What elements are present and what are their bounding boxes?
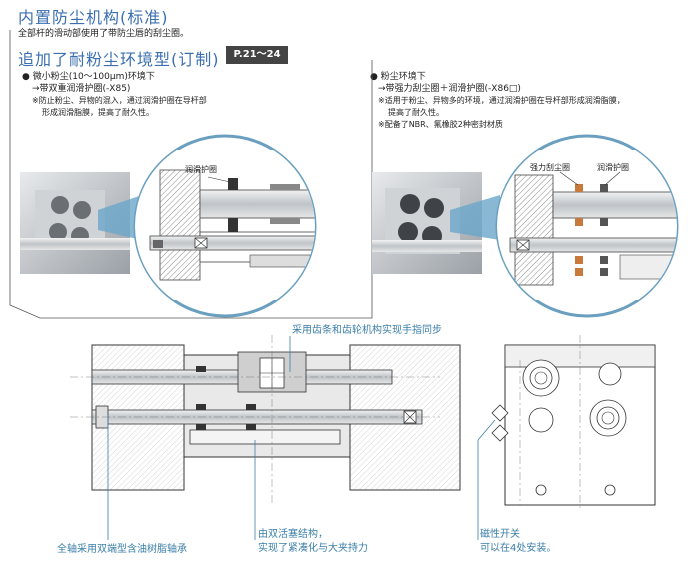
switch-callout: 磁性开关 可以在4处安装。: [480, 528, 556, 556]
right-ring-label: 润滑护圈: [597, 162, 629, 172]
bearing-callout: 全轴采用双端型含油树脂轴承: [57, 544, 187, 555]
left-zoom-view: [133, 134, 317, 318]
piston-callout-line2: 实现了紧凑化与大夹持力: [258, 543, 368, 554]
piston-callout: 由双活塞结构， 实现了紧凑化与大夹持力: [258, 528, 368, 556]
page-subtitle: 全部杆的滑动部使用了带防尘唇的刮尘圈。: [18, 29, 190, 39]
piston-callout-line1: 由双活塞结构，: [258, 529, 328, 540]
page-title: 内置防尘机构(标准): [18, 8, 169, 27]
left-ring-label: 润滑护圈: [185, 164, 217, 174]
side-view: [491, 335, 656, 510]
left-zoom-beam: [98, 195, 142, 240]
left-note-line1: ● 微小粉尘(10～100μm)环境下: [22, 72, 155, 82]
left-note-line3: ※防止粉尘、异物的混入，通过润滑护圈在导杆部: [32, 96, 207, 105]
right-note-line2: →带强力刮尘圈＋润滑护圈(-X86□): [378, 84, 521, 94]
page-reference-badge: P.21～24: [226, 46, 288, 64]
left-note-line4: 形成润滑脂膜，提高了耐久性。: [42, 108, 154, 117]
right-scraper-label: 强力刮尘圈: [530, 162, 570, 172]
left-option-notes: ● 微小粉尘(10～100μm)环境下 →带双重润滑护圈(-X85) ※防止粉尘…: [22, 71, 322, 119]
section-title: 追加了耐粉尘环境型(订制): [18, 50, 220, 69]
switch-callout-line1: 磁性开关: [480, 529, 520, 540]
right-option-notes: ● 粉尘环境下 →带强力刮尘圈＋润滑护圈(-X86□) ※适用于粉尘、异物多的环…: [370, 71, 682, 131]
right-zoom-view: [495, 134, 679, 318]
left-note-line2: →带双重润滑护圈(-X85): [32, 84, 131, 94]
right-note-line1: ● 粉尘环境下: [370, 72, 426, 82]
right-note-line5: ※配备了NBR、氟橡胶2种密封材质: [378, 120, 503, 129]
main-section-view: [70, 335, 461, 505]
right-note-line3: ※适用于粉尘、异物多的环境，通过润滑护圈在导杆部形成润滑脂膜，: [378, 96, 625, 105]
switch-callout-line2: 可以在4处安装。: [480, 543, 557, 554]
right-zoom-beam: [450, 195, 500, 240]
rack-pinion-callout: 采用齿条和齿轮机构实现手指同步: [292, 325, 442, 336]
left-photo: [20, 172, 130, 274]
right-note-line4: 提高了耐久性。: [388, 108, 444, 117]
